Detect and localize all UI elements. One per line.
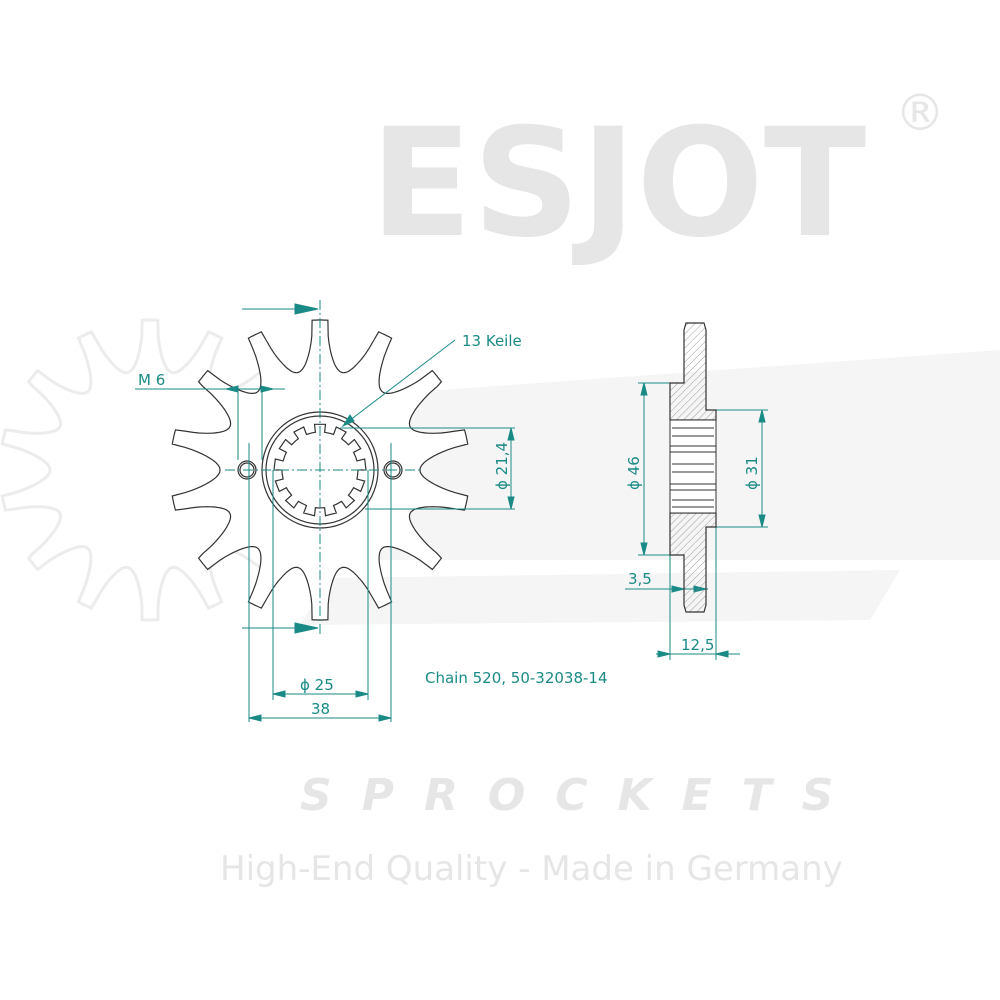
dimensions (135, 300, 768, 722)
spline-outline (273, 423, 367, 517)
arrow-head (758, 514, 766, 528)
arrow-head (272, 690, 286, 698)
arrow-head (640, 382, 648, 396)
arrow-head (671, 585, 685, 593)
arrow-head (715, 650, 729, 658)
label-hub-inner-dia: ϕ 31 (743, 456, 761, 490)
arrow-head (294, 303, 319, 315)
watermark-band (300, 350, 1000, 560)
label-hub-dia: ϕ 46 (625, 456, 643, 490)
side-view (669, 322, 717, 613)
caption: Chain 520, 50-32038-14 (425, 669, 608, 687)
watermark-sub: SPROCKETS (300, 770, 863, 821)
watermark-band-lower (300, 570, 900, 625)
arrow-head (378, 714, 392, 722)
arrow-head (355, 690, 369, 698)
label-plate-thickness: 3,5 (628, 570, 652, 588)
watermark-logo: ESJOT ® SPROCKETS High-End Quality - Mad… (0, 84, 1000, 889)
keile-leader (344, 339, 456, 425)
arrow-head (294, 622, 319, 634)
arrow-head (248, 714, 262, 722)
arrow-head (507, 496, 515, 510)
arrow-head (341, 414, 355, 428)
label-spline-dia: ϕ 21,4 (493, 442, 511, 490)
arrow-head (758, 409, 766, 423)
arrow-head (640, 542, 648, 556)
label-thread: M 6 (138, 371, 165, 389)
watermark-brand: ESJOT (370, 97, 866, 271)
watermark-registered: ® (895, 84, 945, 142)
label-bore-dia: ϕ 25 (300, 676, 334, 694)
arrow-head (657, 650, 671, 658)
arrow-head (507, 427, 515, 441)
side-section-bottom (669, 512, 717, 613)
arrow-head (260, 385, 274, 393)
label-hub-width: 12,5 (681, 636, 714, 654)
label-keile: 13 Keile (462, 332, 522, 350)
label-bolt-spacing: 38 (311, 700, 330, 718)
side-spline (669, 419, 717, 514)
watermark-tagline: High-End Quality - Made in Germany (220, 849, 843, 889)
